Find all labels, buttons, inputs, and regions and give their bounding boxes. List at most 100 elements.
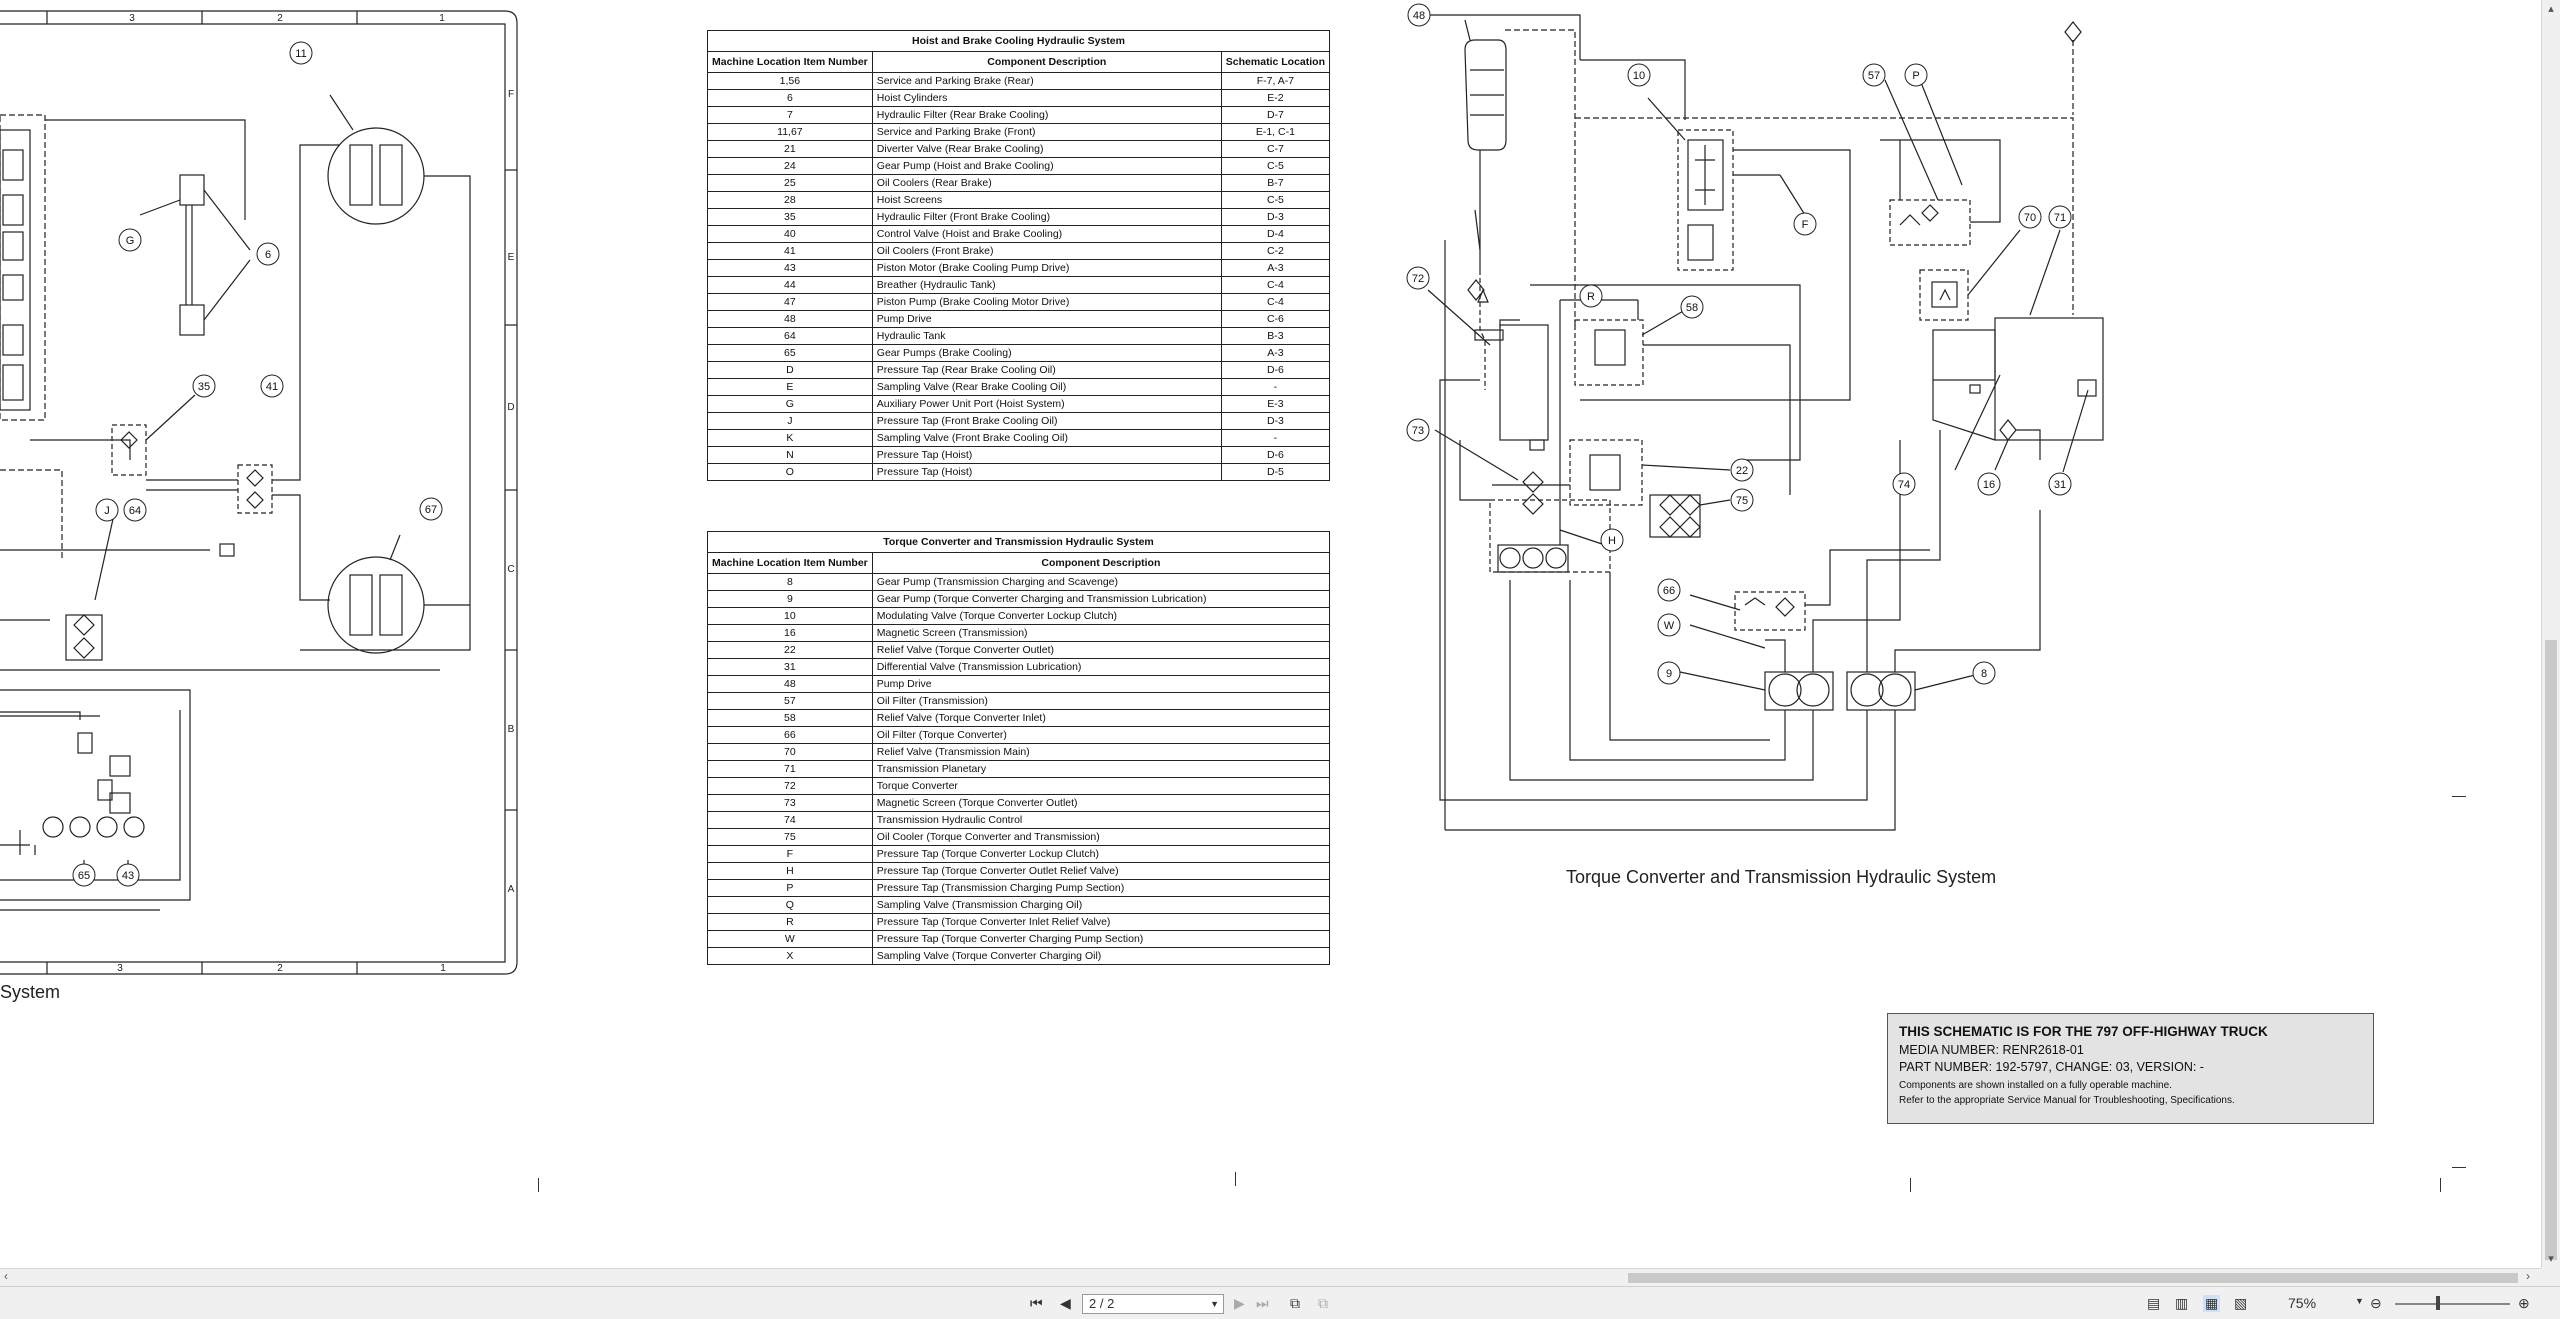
description-cell: Hoist Screens <box>871 191 1222 209</box>
item-number-cell: W <box>707 930 873 948</box>
location-cell: D-7 <box>1220 106 1331 124</box>
item-number-cell: E <box>707 378 873 396</box>
zoom-out-icon[interactable]: ⊖ <box>2370 1295 2382 1311</box>
item-number-cell: 1,56 <box>707 72 873 90</box>
left-schematic-caption: System <box>0 982 61 1002</box>
location-cell: E-1, C-1 <box>1220 123 1331 141</box>
grid-col-label: 2 <box>277 13 283 24</box>
document-viewport: 3 2 1 3 2 1 F E D C B A 11 G 6 35 41 J 6… <box>0 3 2466 1192</box>
description-cell: Control Valve (Hoist and Brake Cooling) <box>871 225 1222 243</box>
single-page-view-icon[interactable]: ▤ <box>2147 1295 2161 1311</box>
scroll-right-icon[interactable]: › <box>2526 1269 2530 1283</box>
zoom-slider-handle[interactable] <box>2436 1296 2440 1310</box>
scroll-up-icon[interactable]: ▴ <box>2548 3 2554 15</box>
callout-label: 74 <box>1898 479 1910 491</box>
item-number-cell: 8 <box>707 573 873 591</box>
vertical-scrollbar[interactable]: ▴ ▾ <box>2541 0 2560 1268</box>
callout-label: 35 <box>198 381 210 393</box>
description-cell: Oil Cooler (Torque Converter and Transmi… <box>871 828 1331 846</box>
page-tick <box>1910 1178 1911 1192</box>
location-cell: C-2 <box>1220 242 1331 260</box>
location-cell: B-3 <box>1220 327 1331 345</box>
page-tick <box>1235 1172 1236 1186</box>
grid-row-label: C <box>507 564 514 575</box>
zoom-slider[interactable] <box>2395 1303 2510 1305</box>
description-cell: Oil Filter (Torque Converter) <box>871 726 1331 744</box>
item-number-cell: 40 <box>707 225 873 243</box>
item-number-cell: 70 <box>707 743 873 761</box>
location-cell: F-7, A-7 <box>1220 72 1331 90</box>
description-cell: Sampling Valve (Rear Brake Cooling Oil) <box>871 378 1222 396</box>
location-cell: C-6 <box>1220 310 1331 328</box>
two-page-view-icon[interactable]: ▦ <box>2203 1295 2221 1312</box>
scroll-down-icon[interactable]: ▾ <box>2548 1253 2554 1265</box>
description-cell: Pressure Tap (Rear Brake Cooling Oil) <box>871 361 1222 379</box>
page-number-input[interactable]: 2 / 2 ▼ <box>1082 1294 1224 1314</box>
callout-label: 64 <box>129 505 141 517</box>
zoom-in-icon[interactable]: ⊕ <box>2518 1295 2530 1311</box>
description-cell: Gear Pump (Transmission Charging and Sca… <box>871 573 1331 591</box>
last-page-icon[interactable]: ⏭ <box>1256 1295 1269 1311</box>
item-number-cell: 58 <box>707 709 873 727</box>
description-cell: Torque Converter <box>871 777 1331 795</box>
item-number-cell: 10 <box>707 607 873 625</box>
next-page-icon[interactable]: ▶ <box>1234 1295 1245 1311</box>
page-tick <box>2452 1167 2466 1168</box>
description-cell: Pressure Tap (Front Brake Cooling Oil) <box>871 412 1222 430</box>
description-cell: Pressure Tap (Torque Converter Charging … <box>871 930 1331 948</box>
zoom-level[interactable]: 75% <box>2288 1295 2317 1311</box>
zoom-dropdown-icon[interactable]: ▼ <box>2355 1296 2364 1306</box>
column-header: Component Description <box>871 51 1222 73</box>
scroll-left-icon[interactable]: ‹ <box>4 1269 8 1283</box>
description-cell: Sampling Valve (Transmission Charging Oi… <box>871 896 1331 914</box>
status-bar: ⏮ ◀ 2 / 2 ▼ ▶ ⏭ ⧉ ⧉ ▤ ▥ ▦ ▧ 75% ▼ ⊖ ⊕ <box>0 1286 2560 1319</box>
continuous-view-icon[interactable]: ▥ <box>2175 1295 2189 1311</box>
description-cell: Sampling Valve (Front Brake Cooling Oil) <box>871 429 1222 447</box>
grid-col-label: 3 <box>129 13 135 24</box>
paste-icon[interactable]: ⧉ <box>1318 1295 1328 1311</box>
copy-icon[interactable]: ⧉ <box>1290 1295 1300 1311</box>
chevron-down-icon[interactable]: ▼ <box>1210 1299 1219 1309</box>
description-cell: Piston Motor (Brake Cooling Pump Drive) <box>871 259 1222 277</box>
horizontal-scrollbar[interactable]: ‹ › <box>0 1268 2541 1286</box>
info-part-number: PART NUMBER: 192-5797, CHANGE: 03, VERSI… <box>1899 1060 2204 1074</box>
prev-page-icon[interactable]: ◀ <box>1060 1295 1071 1311</box>
horizontal-scroll-thumb[interactable] <box>1628 1273 2518 1283</box>
location-cell: C-4 <box>1220 276 1331 294</box>
item-number-cell: P <box>707 879 873 897</box>
item-number-cell: 24 <box>707 157 873 175</box>
description-cell: Pressure Tap (Transmission Charging Pump… <box>871 879 1331 897</box>
book-view-icon[interactable]: ▧ <box>2234 1295 2248 1311</box>
item-number-cell: G <box>707 395 873 413</box>
vertical-scroll-thumb[interactable] <box>2545 640 2557 1260</box>
item-number-cell: 57 <box>707 692 873 710</box>
callout-label: 57 <box>1868 70 1880 82</box>
callout-label: 72 <box>1412 273 1424 285</box>
table-title: Hoist and Brake Cooling Hydraulic System <box>707 30 1330 52</box>
grid-row-label: B <box>508 724 515 735</box>
callout-label: 73 <box>1412 425 1424 437</box>
description-cell: Sampling Valve (Torque Converter Chargin… <box>871 947 1331 965</box>
item-number-cell: 35 <box>707 208 873 226</box>
grid-row-label: A <box>508 884 515 895</box>
item-number-cell: 48 <box>707 675 873 693</box>
first-page-icon[interactable]: ⏮ <box>1030 1295 1043 1311</box>
location-cell: D-3 <box>1220 208 1331 226</box>
description-cell: Breather (Hydraulic Tank) <box>871 276 1222 294</box>
grid-col-label: 3 <box>117 963 123 974</box>
location-cell: E-2 <box>1220 89 1331 107</box>
